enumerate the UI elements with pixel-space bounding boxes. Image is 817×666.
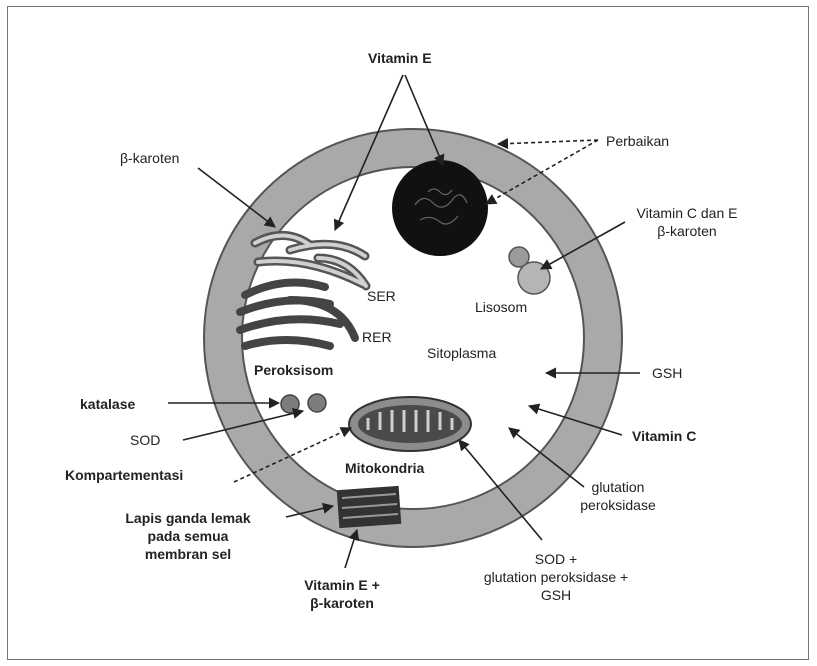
label-vitamin-c-dan-e-line2: β-karoten bbox=[622, 222, 752, 240]
label-glutation-line1: glutation bbox=[568, 478, 668, 496]
peroxisome-2 bbox=[308, 394, 326, 412]
label-sod-glutation-line3: GSH bbox=[446, 586, 666, 604]
label-ser: SER bbox=[367, 287, 396, 305]
label-sitoplasma: Sitoplasma bbox=[427, 344, 496, 362]
label-kompartementasi: Kompartementasi bbox=[65, 466, 183, 484]
label-glutation-peroksidase: glutation peroksidase bbox=[568, 478, 668, 514]
nucleus bbox=[392, 160, 488, 256]
label-gsh: GSH bbox=[652, 364, 682, 382]
label-sod-glutation-line2: glutation peroksidase + bbox=[446, 568, 666, 586]
label-vitamin-c-dan-e-line1: Vitamin C dan E bbox=[622, 204, 752, 222]
arrow-perbaikan-membrane bbox=[498, 140, 598, 144]
label-lapis-ganda: Lapis ganda lemak pada semua membran sel bbox=[98, 509, 278, 563]
label-sod: SOD bbox=[130, 431, 160, 449]
label-vitamin-e-top: Vitamin E bbox=[368, 49, 432, 67]
label-sod-glutation-line1: SOD + bbox=[446, 550, 666, 568]
label-peroksisom: Peroksisom bbox=[254, 361, 333, 379]
label-rer: RER bbox=[362, 328, 392, 346]
rough-er bbox=[240, 283, 355, 347]
label-lapis-line1: Lapis ganda lemak bbox=[98, 509, 278, 527]
label-vitamin-e-karoten-line1: Vitamin E + bbox=[282, 576, 402, 594]
label-katalase: katalase bbox=[80, 395, 135, 413]
lipid-bilayer-patch bbox=[337, 486, 401, 528]
label-vitamin-c-dan-e: Vitamin C dan E β-karoten bbox=[622, 204, 752, 240]
label-glutation-line2: peroksidase bbox=[568, 496, 668, 514]
label-vitamin-c: Vitamin C bbox=[632, 427, 696, 445]
label-lapis-line3: membran sel bbox=[98, 545, 278, 563]
label-lapis-line2: pada semua bbox=[98, 527, 278, 545]
label-sod-glutation: SOD + glutation peroksidase + GSH bbox=[446, 550, 666, 604]
mitochondrion bbox=[349, 397, 471, 451]
peroxisome-1 bbox=[281, 395, 299, 413]
label-vitamin-e-karoten-line2: β-karoten bbox=[282, 594, 402, 612]
label-beta-karoten: β-karoten bbox=[120, 149, 179, 167]
label-vitamin-e-karoten: Vitamin E + β-karoten bbox=[282, 576, 402, 612]
label-lisosom: Lisosom bbox=[475, 298, 527, 316]
label-perbaikan: Perbaikan bbox=[606, 132, 669, 150]
label-mitokondria: Mitokondria bbox=[345, 459, 424, 477]
